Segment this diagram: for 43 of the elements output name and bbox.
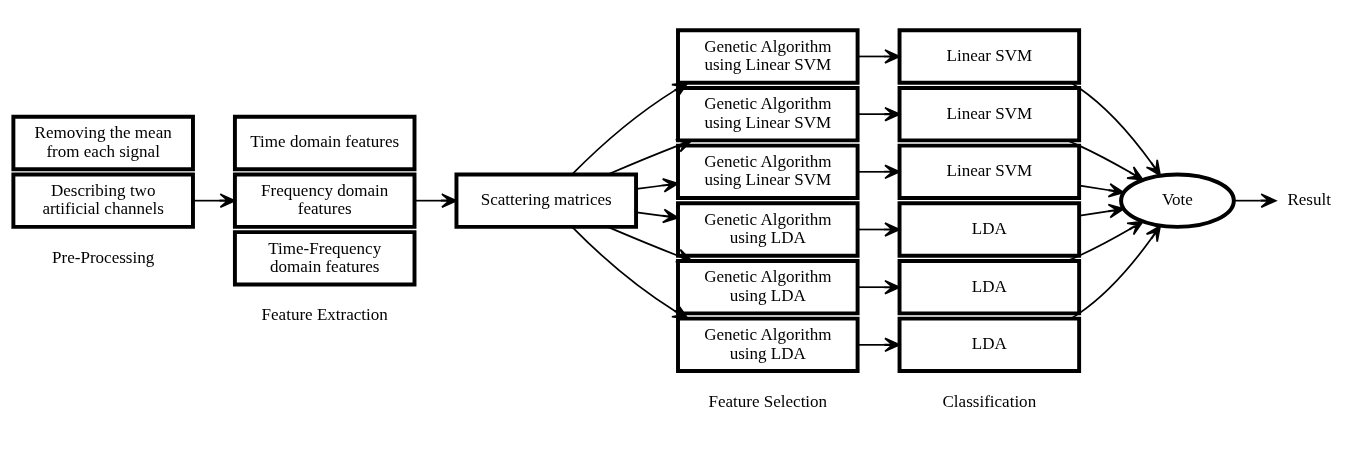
arrow (857, 337, 901, 353)
arrow (857, 164, 901, 180)
node-box: Frequency domain features (232, 172, 417, 229)
node-box: Linear SVM (897, 85, 1082, 143)
arrow (857, 49, 901, 64)
node-box: Time domain features (232, 114, 417, 172)
arrow (857, 279, 901, 295)
arrow (192, 193, 236, 208)
arrow (857, 222, 901, 237)
arrow (1078, 203, 1125, 219)
node-text: Result (1287, 190, 1331, 210)
node-box: Scattering matrices (454, 172, 638, 229)
node-box: Linear SVM (897, 28, 1082, 85)
node-ellipse: Vote (1119, 172, 1236, 229)
arrow (1066, 139, 1144, 181)
node-box: Time-Frequency domain features (232, 230, 417, 287)
node-box: Describing two artificial channels (11, 172, 195, 229)
node-box: LDA (897, 259, 1082, 316)
node-box: Genetic Algorithm using Linear SVM (676, 143, 860, 200)
arrow (1233, 193, 1277, 208)
arrow (1070, 82, 1161, 177)
arrow (414, 193, 458, 208)
label: Classification (942, 392, 1037, 411)
arrow (857, 106, 901, 122)
node-box: Genetic Algorithm using LDA (676, 259, 860, 316)
arrow (1078, 183, 1125, 198)
node-box: LDA (897, 201, 1082, 258)
label: Pre-Processing (52, 247, 155, 267)
node-box: Genetic Algorithm using LDA (676, 316, 860, 374)
node-box: Linear SVM (897, 143, 1082, 200)
arrow (635, 178, 679, 193)
arrow (635, 208, 679, 224)
arrow (571, 226, 689, 320)
label: Feature Extraction (261, 305, 388, 325)
node-box: Genetic Algorithm using LDA (676, 201, 860, 258)
node-box: Genetic Algorithm using Linear SVM (676, 85, 860, 143)
node-box: Genetic Algorithm using Linear SVM (676, 28, 860, 85)
arrow (606, 226, 693, 263)
label: Feature Selection (708, 392, 828, 411)
node-box: Removing the mean from each signal (11, 114, 195, 172)
arrow (1070, 225, 1161, 320)
arrow (1066, 220, 1144, 262)
node-box: LDA (897, 316, 1082, 374)
